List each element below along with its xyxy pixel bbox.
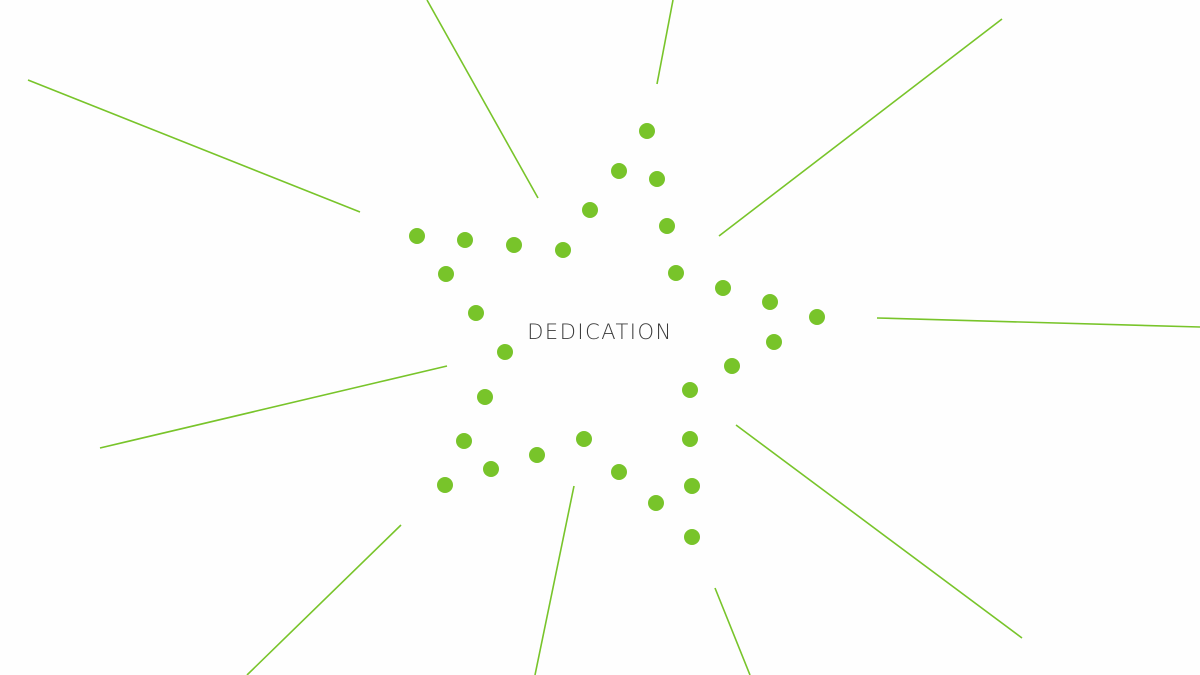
ray-line	[714, 587, 751, 675]
star-dot	[468, 305, 484, 321]
ray-line	[246, 524, 402, 675]
ray-line	[656, 0, 674, 85]
ray-line	[27, 79, 361, 213]
dedication-title: DEDICATION	[527, 320, 673, 344]
star-dot	[762, 294, 778, 310]
star-dot	[477, 389, 493, 405]
star-dot	[483, 461, 499, 477]
star-dot	[648, 495, 664, 511]
star-dot	[611, 464, 627, 480]
star-dot	[437, 477, 453, 493]
star-dot	[506, 237, 522, 253]
star-dot	[724, 358, 740, 374]
star-dot	[684, 529, 700, 545]
star-dot	[682, 431, 698, 447]
star-dot	[766, 334, 782, 350]
ray-line	[876, 317, 1200, 328]
star-dot	[582, 202, 598, 218]
star-dot	[555, 242, 571, 258]
ray-line	[426, 0, 539, 199]
star-dot	[809, 309, 825, 325]
ray-line	[718, 18, 1003, 237]
star-dot	[456, 433, 472, 449]
star-dot	[409, 228, 425, 244]
star-dot	[576, 431, 592, 447]
star-dot	[529, 447, 545, 463]
star-dot	[659, 218, 675, 234]
star-dot	[649, 171, 665, 187]
star-dot	[457, 232, 473, 248]
star-dot	[497, 344, 513, 360]
star-dot	[668, 265, 684, 281]
star-dot	[682, 382, 698, 398]
star-dot	[611, 163, 627, 179]
star-dot	[715, 280, 731, 296]
ray-line	[534, 485, 575, 675]
ray-line	[99, 365, 448, 449]
ray-line	[735, 424, 1023, 639]
star-dot	[639, 123, 655, 139]
star-dot	[438, 266, 454, 282]
star-dot	[684, 478, 700, 494]
